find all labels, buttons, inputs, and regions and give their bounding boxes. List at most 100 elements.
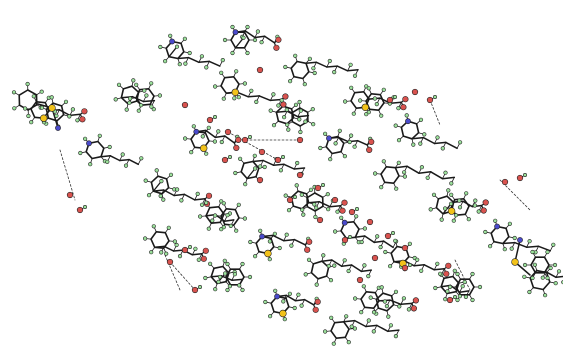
hydrogen-atom <box>206 226 211 231</box>
hydrogen-atom <box>222 258 227 263</box>
hydrogen-atom <box>443 206 448 211</box>
nitrogen-atom <box>55 125 61 131</box>
oxygen-atom <box>296 171 304 179</box>
hydrogen-atom <box>217 274 223 280</box>
bond <box>352 221 360 230</box>
bond <box>360 290 368 300</box>
nitrogen-atom <box>232 29 239 36</box>
hydrogen-atom <box>273 288 278 293</box>
bond <box>210 267 215 278</box>
bond <box>368 108 380 111</box>
bond <box>270 237 275 248</box>
bond <box>374 291 380 302</box>
bond <box>382 292 393 297</box>
oxygen-atom <box>445 262 452 269</box>
hydrogen-atom <box>113 97 118 102</box>
oxygen-atom <box>166 258 174 266</box>
hydrogen-atom <box>252 153 257 158</box>
hydrogen-atom <box>352 144 357 149</box>
bond <box>135 88 141 99</box>
hydrogen-atom <box>323 131 328 136</box>
hydrogen-atom <box>460 284 465 289</box>
hydrogen-atom <box>488 244 493 249</box>
bond <box>204 131 210 142</box>
hydrogen-atom <box>292 195 297 200</box>
bond <box>493 240 504 245</box>
hydrogen-atom <box>401 296 407 301</box>
hydrogen-atom <box>282 115 287 120</box>
hydrogen-atom <box>449 192 454 197</box>
oxygen-atom <box>312 306 319 313</box>
bond <box>205 206 211 217</box>
hydrogen-atom <box>295 160 300 166</box>
hydrogen-atom <box>179 198 184 203</box>
bond <box>97 140 105 149</box>
hydrogen-atom <box>300 207 305 212</box>
hydrogen-atom <box>335 209 340 214</box>
bond <box>213 265 224 270</box>
bond <box>310 271 319 280</box>
bond <box>389 299 402 306</box>
hydrogen-atom <box>124 107 129 112</box>
hydrogen-atom <box>477 284 483 290</box>
hydrogen-atom <box>439 217 444 222</box>
bond <box>285 294 297 302</box>
bond <box>18 89 29 96</box>
hydrogen-atom <box>354 214 359 219</box>
oxygen-atom <box>412 297 420 304</box>
bond <box>297 114 310 118</box>
bond <box>400 126 405 137</box>
bond <box>293 75 304 80</box>
hydrogen-atom <box>216 129 221 134</box>
hydrogen-atom <box>314 282 319 287</box>
bond <box>318 200 331 208</box>
hydrogen-atom <box>221 96 226 101</box>
hydrogen-atom <box>219 70 224 75</box>
hydrogen-atom <box>552 262 558 268</box>
hydrogen-atom <box>298 108 303 113</box>
oxygen-atom <box>191 286 199 294</box>
bond <box>58 109 71 117</box>
hydrogen-atom <box>313 214 318 220</box>
hydrogen-bond <box>454 259 471 291</box>
bond <box>433 268 446 271</box>
hydrogen-atom <box>422 132 427 137</box>
bond <box>275 111 280 122</box>
bond <box>372 300 380 310</box>
bond <box>225 208 237 211</box>
hydrogen-atom <box>293 102 299 107</box>
oxygen-atom <box>402 96 409 103</box>
hydrogen-atom <box>435 261 440 266</box>
hydrogen-atom <box>308 187 314 192</box>
hydrogen-atom <box>253 166 258 171</box>
bond <box>220 85 228 94</box>
oxygen-atom <box>480 207 487 214</box>
oxygen-atom <box>81 108 88 115</box>
bond <box>220 208 228 217</box>
bond <box>243 160 254 165</box>
hydrogen-atom <box>187 50 192 56</box>
hydrogen-atom <box>288 79 293 84</box>
atom-layer <box>11 24 563 346</box>
hydrogen-atom <box>448 201 454 206</box>
nitrogen-atom <box>193 128 200 135</box>
hydrogen-atom <box>418 141 423 146</box>
oxygen-atom <box>366 218 374 226</box>
bond <box>365 290 377 294</box>
hydrogen-atom <box>352 73 358 78</box>
bond <box>291 120 302 127</box>
bond-layer <box>13 26 563 345</box>
hydrogen-atom <box>233 170 238 176</box>
hydrogen-atom <box>221 201 226 206</box>
bond <box>502 241 516 245</box>
bond <box>505 227 510 238</box>
hydrogen-atom <box>240 287 245 293</box>
bond <box>224 135 236 144</box>
nitrogen-atom <box>341 219 348 226</box>
oxygen-atom <box>386 96 394 104</box>
hydrogen-atom <box>12 106 17 111</box>
bond <box>418 171 432 174</box>
hydrogen-atom <box>199 202 205 207</box>
bond <box>131 95 145 103</box>
